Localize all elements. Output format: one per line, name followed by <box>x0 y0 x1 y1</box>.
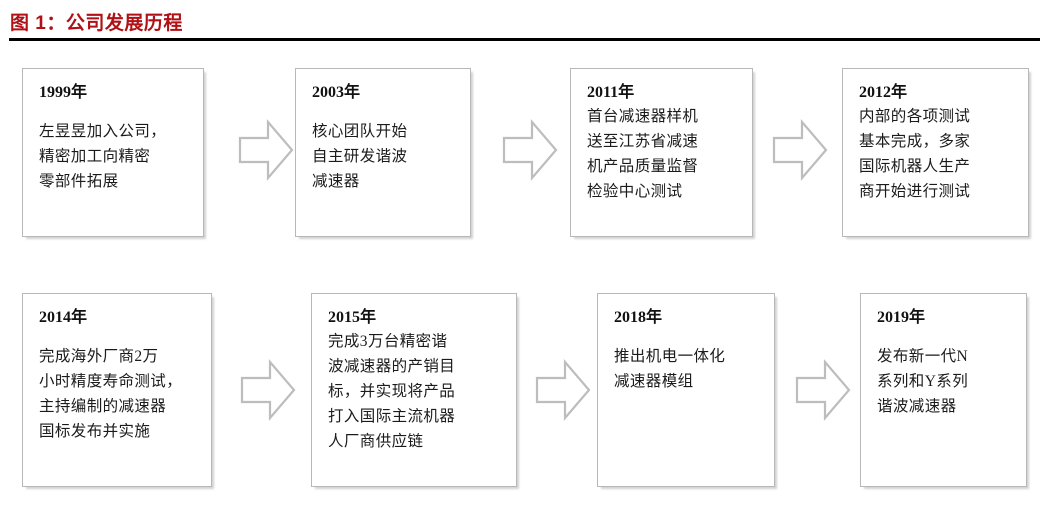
arrow-right-icon <box>238 118 294 182</box>
timeline-node-2015[interactable]: 2015年 完成3万台精密谐 波减速器的产销目 标，并实现将产品 打入国际主流机… <box>311 293 517 487</box>
node-body: 发布新一代N 系列和Y系列 谐波减速器 <box>877 348 969 416</box>
node-year: 2018年 <box>614 309 663 326</box>
node-body: 首台减速器样机 送至江苏省减速 机产品质量监督 检验中心测试 <box>587 108 699 201</box>
timeline-node-2012[interactable]: 2012年 内部的各项测试 基本完成，多家 国际机器人生产 商开始进行测试 <box>842 68 1029 237</box>
node-year: 1999年 <box>39 84 88 101</box>
node-year: 2014年 <box>39 309 88 326</box>
timeline-node-2003[interactable]: 2003年 核心团队开始 自主研发谐波 减速器 <box>295 68 471 237</box>
node-body: 左昱昱加入公司， 精密加工向精密 零部件拓展 <box>39 123 167 191</box>
node-body: 核心团队开始 自主研发谐波 减速器 <box>312 123 408 191</box>
arrow-right-icon <box>240 358 296 422</box>
timeline-node-2014[interactable]: 2014年 完成海外厂商2万 小时精度寿命测试， 主持编制的减速器 国标发布并实… <box>22 293 212 487</box>
arrow-right-icon <box>502 118 558 182</box>
arrow-right-icon <box>535 358 591 422</box>
node-year: 2019年 <box>877 309 926 326</box>
node-year: 2015年 <box>328 309 377 326</box>
timeline-node-1999[interactable]: 1999年 左昱昱加入公司， 精密加工向精密 零部件拓展 <box>22 68 204 237</box>
timeline-node-2011[interactable]: 2011年 首台减速器样机 送至江苏省减速 机产品质量监督 检验中心测试 <box>570 68 753 237</box>
node-year: 2003年 <box>312 84 361 101</box>
node-body: 完成3万台精密谐 波减速器的产销目 标，并实现将产品 打入国际主流机器 人厂商供… <box>328 333 456 451</box>
timeline-node-2019[interactable]: 2019年 发布新一代N 系列和Y系列 谐波减速器 <box>860 293 1027 487</box>
node-year: 2012年 <box>859 84 908 101</box>
node-body: 完成海外厂商2万 小时精度寿命测试， 主持编制的减速器 国标发布并实施 <box>39 348 183 441</box>
page-title: 图 1：公司发展历程 <box>10 13 183 34</box>
title-divider <box>9 38 1040 41</box>
node-body: 内部的各项测试 基本完成，多家 国际机器人生产 商开始进行测试 <box>859 108 971 201</box>
node-body: 推出机电一体化 减速器模组 <box>614 348 726 391</box>
timeline-node-2018[interactable]: 2018年 推出机电一体化 减速器模组 <box>597 293 775 487</box>
node-year: 2011年 <box>587 84 635 101</box>
arrow-right-icon <box>795 358 851 422</box>
arrow-right-icon <box>772 118 828 182</box>
